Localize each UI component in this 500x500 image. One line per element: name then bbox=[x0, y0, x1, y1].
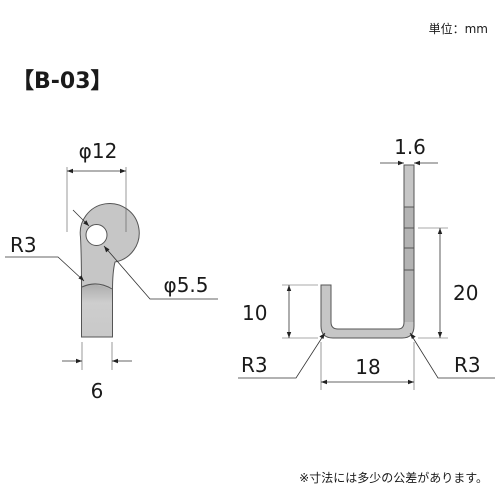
width6-label: 6 bbox=[91, 379, 104, 403]
phi12-label: φ12 bbox=[79, 139, 118, 163]
side-r3-left-leader bbox=[238, 332, 326, 379]
side-r3-right-label: R3 bbox=[454, 353, 481, 377]
front-r3-label: R3 bbox=[10, 233, 37, 257]
phi12-arrow-left bbox=[67, 168, 73, 174]
side-view: 1.6 20 10 18 R3 R3 bbox=[238, 135, 495, 390]
phi55-leader-arrow bbox=[104, 246, 110, 253]
hole-leader-upper-arrow bbox=[83, 220, 89, 226]
front-view-bend-edge bbox=[81, 283, 113, 290]
h20-arrow-bottom bbox=[437, 332, 443, 338]
h20-arrow-top bbox=[437, 228, 443, 234]
thk-arrow-right bbox=[414, 160, 420, 166]
phi55-label: φ5.5 bbox=[164, 273, 209, 297]
w18-arrow-right bbox=[408, 379, 414, 385]
width6-arrow-right bbox=[112, 358, 118, 364]
h10-arrow-top bbox=[286, 285, 292, 291]
side-r3-left-arrow bbox=[319, 333, 325, 339]
front-view: φ12 φ5.5 R3 6 bbox=[5, 139, 218, 403]
w18-arrow-left bbox=[321, 379, 327, 385]
side-r3-right-arrow bbox=[410, 333, 416, 339]
side-r3-right-leader bbox=[409, 332, 495, 379]
phi12-arrow-right bbox=[120, 168, 126, 174]
thk-arrow-left bbox=[398, 160, 404, 166]
part-code-title: 【B-03】 bbox=[12, 69, 113, 94]
side-view-leg-shade bbox=[404, 207, 414, 322]
front-r3-leader-arrow bbox=[78, 275, 84, 281]
lip10-label: 10 bbox=[242, 301, 267, 325]
thickness-label: 1.6 bbox=[394, 135, 426, 159]
tolerance-note: ※寸法には多少の公差があります。 bbox=[299, 470, 488, 485]
h10-arrow-bottom bbox=[286, 332, 292, 338]
width6-arrow-left bbox=[76, 358, 82, 364]
front-view-stem-shade bbox=[82, 284, 112, 337]
side-r3-left-label: R3 bbox=[241, 353, 268, 377]
height20-label: 20 bbox=[453, 281, 478, 305]
side-view-part-body bbox=[320, 164, 415, 339]
phi55-leader bbox=[103, 245, 218, 300]
base18-label: 18 bbox=[355, 355, 380, 379]
front-r3-leader bbox=[5, 256, 85, 282]
units-label: 単位：mm bbox=[429, 21, 488, 36]
